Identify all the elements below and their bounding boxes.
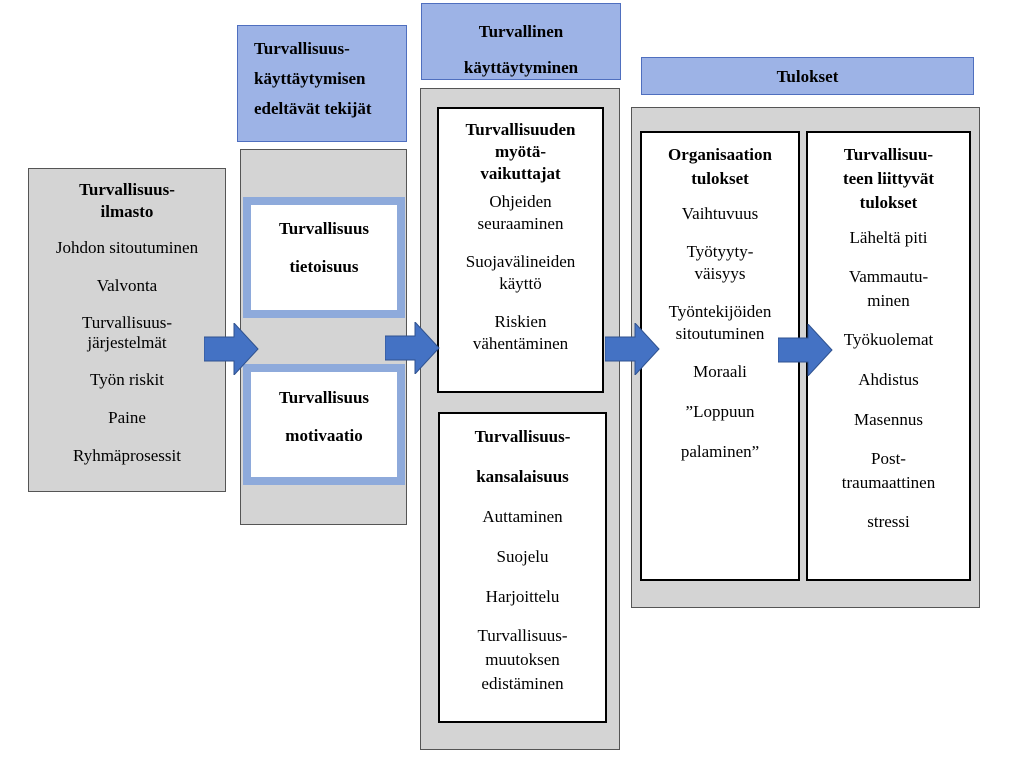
citizenship-box: Turvallisuus- kansalaisuus Auttaminen Su… (438, 412, 607, 723)
right-arrow-icon (605, 323, 660, 375)
motivation-line1: Turvallisuus (278, 388, 370, 407)
citizenship-item: Harjoittelu (485, 587, 560, 606)
org-outcome-item: Vaihtuvuus (681, 204, 759, 223)
climate-item: Johdon sitoutuminen (55, 238, 199, 257)
compliance-box: Turvallisuuden myötä- vaikuttajat Ohjeid… (437, 107, 604, 393)
motivation-line2: motivaatio (285, 426, 363, 445)
org-outcome-item: ”Loppuun (685, 402, 755, 421)
compliance-item: Riskien vähentäminen (472, 312, 569, 353)
compliance-title: Turvallisuuden myötä- vaikuttajat (465, 120, 576, 183)
behaviour-header-text: Turvallinen käyttäytyminen (463, 22, 579, 77)
climate-item: Valvonta (96, 276, 158, 295)
safety-outcome-item: Ahdistus (858, 370, 919, 389)
knowledge-line1: Turvallisuus (278, 219, 370, 238)
motivation-box: Turvallisuus motivaatio (243, 364, 405, 485)
compliance-item: Ohjeiden seuraaminen (477, 192, 564, 233)
outcomes-header-text: Tulokset (776, 67, 839, 86)
climate-item: Työn riskit (90, 370, 164, 389)
org-outcome-item: Työntekijöiden sitoutuminen (668, 302, 772, 343)
safety-climate-box: Turvallisuus- ilmasto Johdon sitoutumine… (28, 168, 226, 492)
safety-outcome-item: Post- traumaattinen (841, 449, 936, 492)
right-arrow-icon (778, 324, 833, 376)
knowledge-box: Turvallisuus tietoisuus (243, 197, 405, 318)
citizenship-item: Suojelu (496, 547, 549, 566)
org-outcome-item: Moraali (693, 362, 747, 381)
safety-outcome-item: Vammautu- minen (848, 267, 929, 310)
safety-climate-title: Turvallisuus- ilmasto (79, 180, 175, 221)
outcomes-header: Tulokset (641, 57, 974, 95)
citizenship-title-line2: kansalaisuus (476, 467, 569, 486)
right-arrow-icon (385, 322, 440, 374)
behaviour-header: Turvallinen käyttäytyminen (421, 3, 621, 80)
citizenship-item: Turvallisuus- muutoksen edistäminen (477, 626, 568, 693)
org-outcomes-title: Organisaation tulokset (668, 145, 772, 188)
climate-item: Turvallisuus- järjestelmät (81, 313, 173, 352)
climate-item: Ryhmäprosessit (73, 446, 181, 465)
knowledge-line2: tietoisuus (289, 257, 359, 276)
safety-outcomes-box: Turvallisuu- teen liittyvät tulokset Läh… (806, 131, 971, 581)
citizenship-title-line1: Turvallisuus- (474, 427, 571, 446)
safety-outcome-item: stressi (867, 512, 910, 531)
org-outcome-item: Työtyyty- väisyys (686, 242, 754, 283)
climate-item: Paine (108, 408, 146, 427)
safety-outcomes-title: Turvallisuu- teen liittyvät tulokset (842, 145, 935, 212)
citizenship-item: Auttaminen (482, 507, 563, 526)
antecedents-header: Turvallisuus- käyttäytymisen edeltävät t… (237, 25, 407, 142)
right-arrow-icon (204, 323, 259, 375)
org-outcomes-box: Organisaation tulokset Vaihtuvuus Työtyy… (640, 131, 800, 581)
safety-outcome-item: Masennus (854, 410, 923, 429)
antecedents-header-text: Turvallisuus- käyttäytymisen edeltävät t… (254, 39, 372, 118)
org-outcome-item: palaminen” (680, 442, 760, 461)
safety-outcome-item: Työkuolemat (843, 330, 934, 349)
safety-outcome-item: Läheltä piti (849, 228, 928, 247)
compliance-item: Suojavälineiden käyttö (465, 252, 576, 293)
